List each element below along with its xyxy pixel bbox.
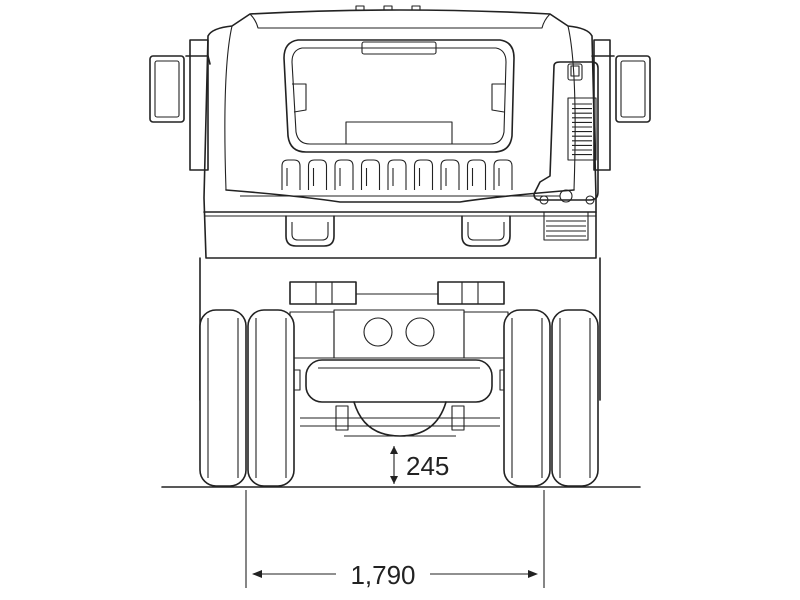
right-headlamp-cluster — [533, 61, 599, 241]
grille-slot — [493, 159, 513, 190]
right-step — [461, 215, 511, 247]
grille — [225, 159, 575, 203]
grille-slot — [440, 159, 460, 190]
grille-slot — [307, 159, 328, 190]
track-width-label: 1,790 — [350, 560, 415, 590]
right-outer-tire — [551, 309, 599, 487]
left-step — [285, 215, 335, 247]
right-inner-tire — [503, 309, 551, 487]
ground-clearance-dimension: 245 — [390, 446, 449, 484]
right-mirror — [591, 39, 651, 171]
grille-slot — [466, 159, 487, 190]
grille-slot — [360, 159, 381, 190]
grille-slot — [387, 159, 407, 190]
left-mirror — [149, 39, 211, 171]
ground-clearance-label: 245 — [406, 451, 449, 481]
grille-slot — [413, 159, 434, 190]
windshield — [283, 39, 515, 153]
grille-slot — [334, 159, 354, 190]
grille-slot — [281, 159, 301, 190]
left-inner-tire — [247, 309, 295, 487]
track-width-dimension: 1,790 — [245, 490, 545, 590]
axle-differential — [292, 359, 508, 437]
left-outer-tire — [199, 309, 247, 487]
cab-body — [203, 5, 597, 259]
